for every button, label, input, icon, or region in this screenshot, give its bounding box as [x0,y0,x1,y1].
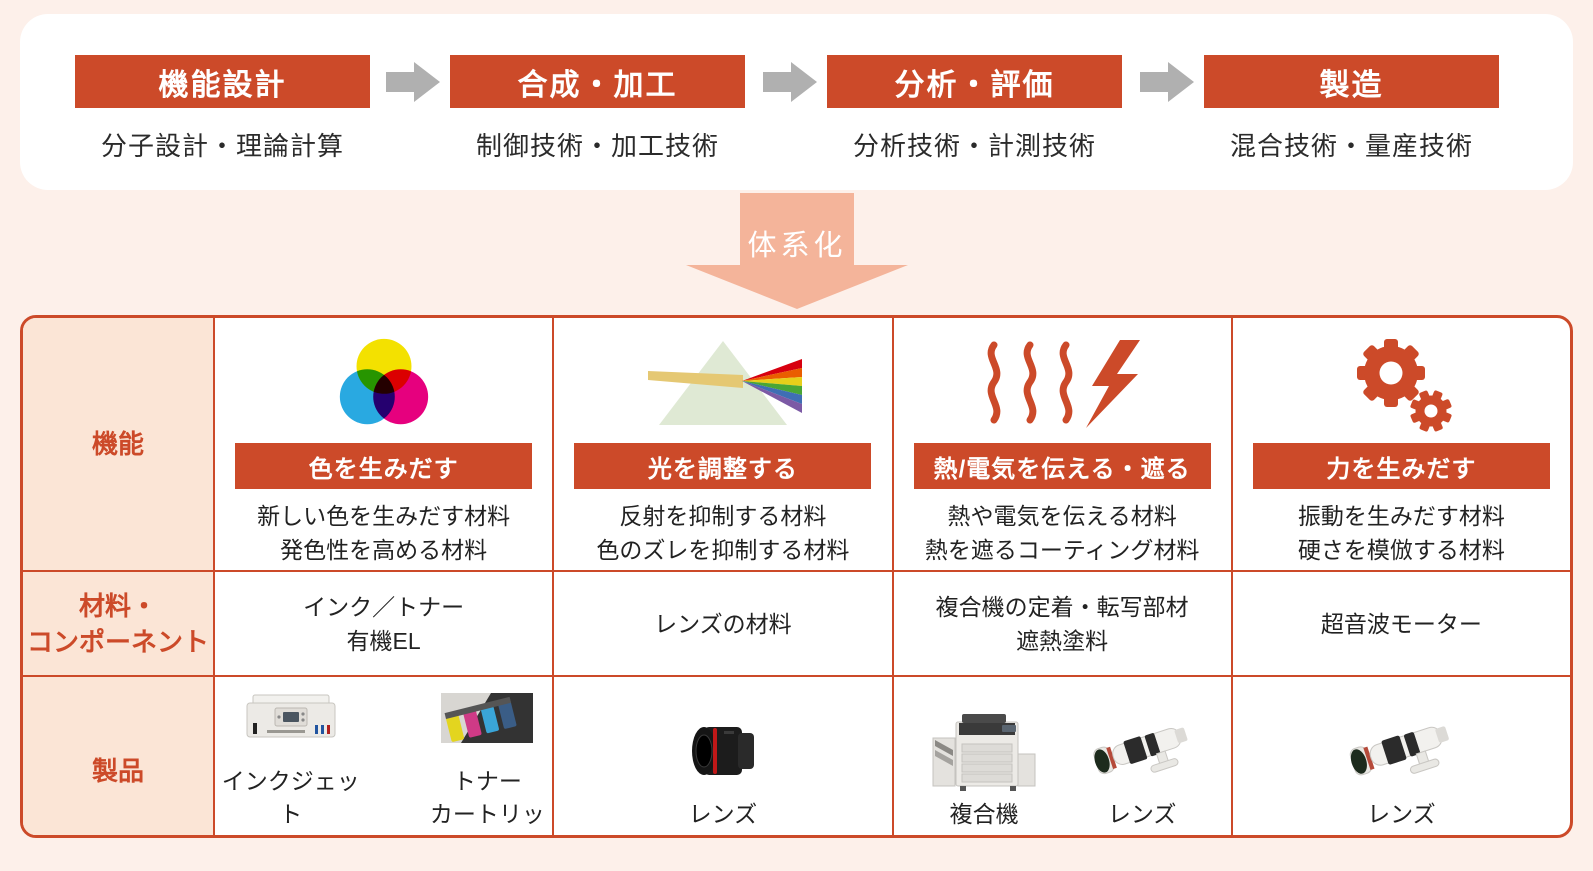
process-step-title: 製造 [1204,55,1499,108]
gears-icon [1357,339,1452,432]
row-label-text: 機能 [91,429,144,459]
process-step-subtitle: 混合技術・量産技術 [1229,131,1473,161]
process-step-title: 合成・加工 [450,55,745,108]
right-arrow-icon [763,62,817,102]
right-arrow-icon [1140,62,1194,102]
process-flow-band: 機能設計 合成・加工 分析・評価 製造 分子設計・理論計算 制御技術・加工技術 … [20,14,1573,190]
camera-lens-image [691,727,754,775]
product-label-line: インクジェット [221,768,360,827]
function-desc-line: 新しい色を生みだす材料 [257,503,511,529]
products-cell: レンズ [552,675,892,835]
systematization-label: 体系化 [747,230,847,262]
toner-cartridge-image [441,693,534,743]
product-label-line: トナー [452,768,522,794]
materials-cell: レンズの材料 [552,570,892,675]
materials-line: 超音波モーター [1320,610,1482,637]
function-desc: 新しい色を生みだす材料 発色性を高める材料 [257,499,510,567]
copier-image [932,714,1036,791]
product-label: レンズ [1108,798,1177,831]
product-label-line: レンズ [1107,801,1177,827]
prism-icon [647,341,802,425]
products-cell: レンズ [1230,675,1570,835]
product-label-line: カートリッジ [429,801,545,835]
inkjet-printer-image [246,694,336,738]
process-step-subtitle: 分子設計・理論計算 [100,131,344,161]
materials-line: 有機EL [346,627,421,654]
heat-lightning-icon [987,340,1141,428]
function-title-badge: 熱/電気を伝える・遮る [913,443,1211,489]
process-step-subtitle: 分析技術・計測技術 [852,131,1096,161]
row-label-products: 製品 [23,675,213,835]
cmy-circles-icon [339,338,428,425]
row-label-text: コンポーネント [26,626,209,657]
function-cell-force: 力を生みだす 振動を生みだす材料 硬さを模倣する材料 [1230,318,1570,570]
matrix-table: 機能 色を生みだす 新しい色を生みだす材料 発色性を高める材料 [20,315,1573,838]
product-label-line: プリンター [215,831,366,835]
materials-line: インク／トナー [303,593,465,620]
products-cell: 複合機 [891,675,1231,835]
right-arrow-icon [386,62,440,102]
product-item: トナー カートリッジ [422,677,552,835]
materials-cell: インク／トナー 有機EL [213,570,553,675]
function-cell-color: 色を生みだす 新しい色を生みだす材料 発色性を高める材料 [213,318,552,570]
product-label: レンズ [1367,798,1436,831]
materials-cell: 複合機の定着・転写部材 遮熱塗料 [891,570,1231,675]
product-label-line: レンズ [1367,801,1436,827]
product-item: 複合機 [932,710,1036,831]
product-item: レンズ [1092,710,1192,831]
function-desc-line: 色のズレを抑制する材料 [596,537,850,563]
materials-line: 複合機の定着・転写部材 [935,593,1189,620]
telephoto-lens-image [1093,727,1188,775]
product-label-line: レンズ [688,801,758,827]
product-label: インクジェット プリンター [215,765,366,835]
function-desc-line: 反射を抑制する材料 [619,503,827,529]
function-desc-line: 発色性を高める材料 [280,537,488,563]
function-desc: 振動を生みだす材料 硬さを模倣する材料 [1298,499,1505,567]
product-label: トナー カートリッジ [422,765,552,835]
product-label: 複合機 [950,798,1019,831]
down-block-arrow-icon [686,193,908,309]
function-title-badge: 色を生みだす [235,443,532,489]
product-item: レンズ [1347,710,1455,831]
products-cell: インクジェット プリンター [213,675,553,835]
row-label-text: 製品 [91,755,144,786]
telephoto-lens-image [1350,726,1450,776]
row-label-function: 機能 [23,318,213,570]
function-desc-line: 振動を生みだす材料 [1297,503,1505,529]
product-item: インクジェット プリンター [215,677,366,835]
process-step-title: 分析・評価 [827,55,1122,108]
function-desc-line: 熱を遮るコーティング材料 [924,537,1200,563]
product-item: レンズ [686,710,760,831]
product-label: レンズ [689,798,758,831]
function-title-badge: 力を生みだす [1252,443,1550,489]
function-cell-heat: 熱/電気を伝える・遮る 熱や電気を伝える材料 熱を遮るコーティング材料 [891,318,1231,570]
process-step-subtitle: 制御技術・加工技術 [475,131,719,161]
function-cell-light: 光を調整する 反射を抑制する材料 色のズレを抑制する材料 [552,318,891,570]
function-title-badge: 光を調整する [574,443,872,489]
process-step-title: 機能設計 [75,55,370,108]
materials-line: 遮熱塗料 [1016,627,1109,654]
function-desc-line: 熱や電気を伝える材料 [947,503,1177,529]
materials-line: レンズの材料 [654,610,792,637]
row-label-materials: 材料・ コンポーネント [23,570,213,675]
function-desc-line: 硬さを模倣する材料 [1297,537,1505,563]
function-desc: 熱や電気を伝える材料 熱を遮るコーティング材料 [925,499,1200,567]
product-label-line: 複合機 [949,801,1019,827]
function-desc: 反射を抑制する材料 色のズレを抑制する材料 [596,499,849,567]
row-label-text: 材料・ [78,590,157,621]
materials-cell: 超音波モーター [1230,570,1570,675]
